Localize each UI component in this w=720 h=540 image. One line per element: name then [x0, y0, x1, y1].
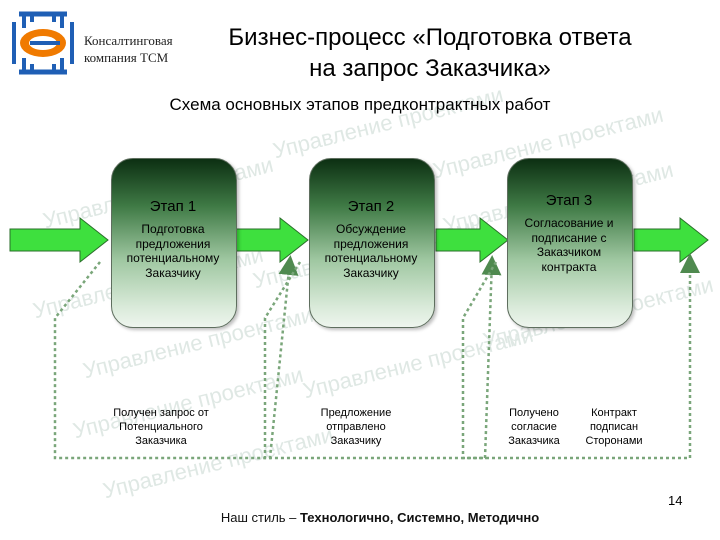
- stage-title: Этап 2: [347, 198, 395, 215]
- note-line: Предложение: [320, 407, 392, 419]
- stage-box-1: [111, 158, 237, 328]
- dashed-connector: [263, 255, 502, 460]
- note-line: отправлено: [326, 421, 386, 433]
- note-line: Потенциального: [119, 421, 203, 433]
- flow-arrow: [235, 216, 309, 264]
- note-line: Получено: [509, 407, 559, 419]
- flow-arrow: [435, 216, 509, 264]
- footer-prefix: Наш стиль –: [220, 510, 301, 525]
- footer-slogan: Наш стиль – Технологично, Системно, Мето…: [0, 510, 720, 525]
- desc-line: Заказчику: [343, 265, 399, 280]
- desc-line: предложения: [333, 236, 409, 251]
- company-logo: [10, 10, 76, 76]
- note-line: Получен запрос от: [113, 407, 209, 419]
- desc-line: предложения: [135, 236, 211, 251]
- note-line: Сторонами: [585, 435, 643, 447]
- desc-line: Заказчиком: [536, 245, 602, 259]
- title-line: на запрос Заказчика»: [309, 55, 551, 82]
- stage-title: Этап 3: [545, 192, 593, 209]
- stage-title: Этап 1: [149, 198, 197, 215]
- desc-line: потенциальному: [126, 251, 220, 265]
- desc-line: Заказчику: [145, 265, 201, 280]
- stage-box-3: [507, 158, 633, 328]
- note-line: согласие: [511, 421, 557, 433]
- desc-line: потенциальному: [324, 251, 418, 265]
- dashed-connector: [461, 253, 700, 460]
- page-title: Бизнес-процесс «Подготовка ответа на зап…: [160, 22, 700, 84]
- flow-arrow: [9, 216, 109, 264]
- desc-line: Согласование и: [524, 216, 614, 230]
- stage-box-2: [309, 158, 435, 328]
- footer-emphasis: Технологично, Системно, Методично: [300, 510, 540, 525]
- note-line: Заказчика: [508, 435, 560, 447]
- desc-line: контракта: [541, 259, 597, 274]
- output-note: Контракт подписан Сторонами: [574, 406, 654, 448]
- output-note: Получено согласие Заказчика: [494, 406, 574, 448]
- stage-description: Согласование и подписание с Заказчиком к…: [494, 216, 644, 274]
- page-number: 14: [668, 493, 683, 508]
- note-line: Заказчика: [135, 435, 187, 447]
- company-line: компания ТСМ: [84, 50, 169, 65]
- note-line: Контракт: [591, 407, 637, 419]
- note-line: подписан: [589, 421, 639, 433]
- note-line: Заказчику: [330, 435, 382, 447]
- desc-line: Обсуждение: [336, 222, 406, 236]
- company-line: Консалтинговая: [84, 33, 173, 48]
- stage-description: Подготовка предложения потенциальному За…: [98, 222, 248, 280]
- output-note: Получен запрос от Потенциального Заказчи…: [86, 406, 236, 448]
- flow-arrow: [633, 216, 709, 264]
- output-note: Предложение отправлено Заказчику: [296, 406, 416, 448]
- desc-line: подписание с: [531, 230, 607, 245]
- diagram-subtitle: Схема основных этапов предконтрактных ра…: [169, 95, 551, 114]
- title-line: Бизнес-процесс «Подготовка ответа: [228, 24, 632, 51]
- stage-description: Обсуждение предложения потенциальному За…: [296, 222, 446, 280]
- company-name: Консалтинговая компания ТСМ: [84, 32, 173, 66]
- dashed-connector: [53, 255, 299, 460]
- desc-line: Подготовка: [141, 222, 205, 236]
